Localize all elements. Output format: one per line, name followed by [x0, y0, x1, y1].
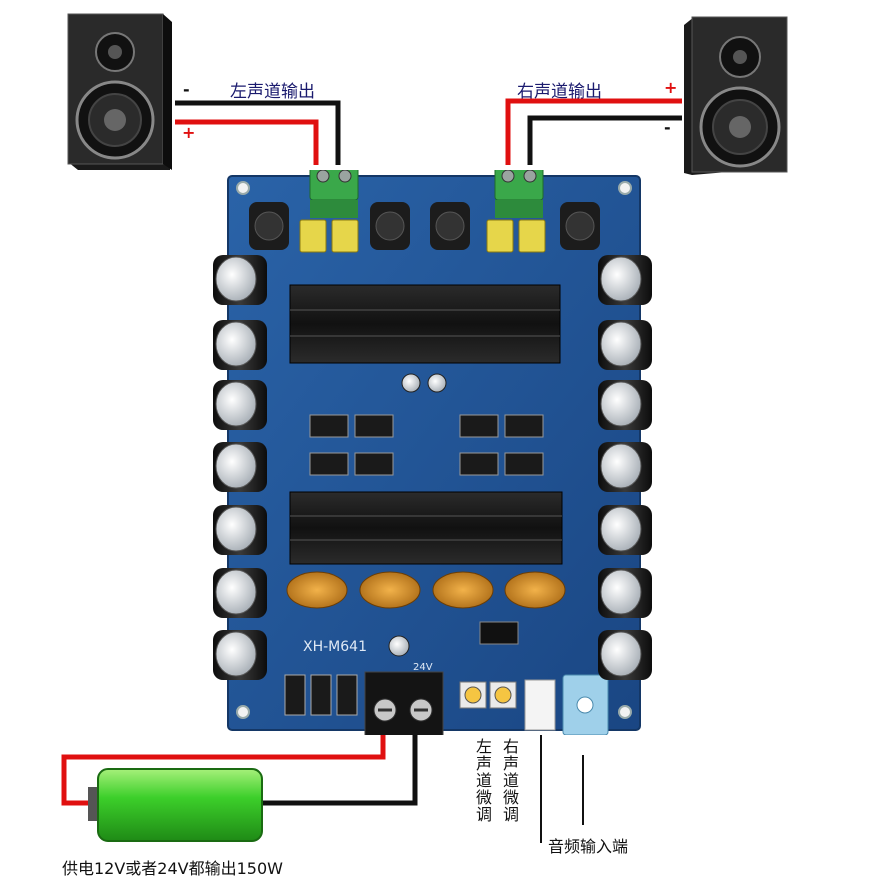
- right-channel-trim-label: 右声道微调: [500, 738, 519, 823]
- right-plus-sign: +: [664, 78, 678, 97]
- power-red-wire: [61, 735, 386, 806]
- left-channel-trim-label: 左声道微调: [473, 738, 492, 823]
- battery-icon: [88, 768, 263, 842]
- left-plus-sign: +: [182, 123, 196, 142]
- left-speaker-icon: [67, 13, 172, 170]
- right-minus-sign: -: [664, 118, 671, 137]
- left-minus-sign: -: [183, 80, 190, 99]
- left-red-wire: [175, 119, 319, 165]
- power-supply-note: 供电12V或者24V都输出150W: [62, 859, 283, 878]
- board-model-label: XH-M641: [303, 639, 367, 655]
- power-terminal: [364, 671, 444, 735]
- right-channel-output-label: 右声道输出: [517, 82, 602, 102]
- amplifier-board: XH-M641 24V: [227, 170, 641, 735]
- audio-input-label: 音频输入端: [548, 837, 629, 856]
- power-black-wire: [262, 735, 418, 806]
- right-black-wire: [527, 115, 682, 165]
- trim-potentiometers: [459, 681, 517, 709]
- right-speaker-icon: [684, 16, 788, 175]
- left-output-terminal: [309, 170, 359, 218]
- left-black-wire: [175, 100, 341, 165]
- right-red-wire: [505, 98, 682, 165]
- right-output-terminal: [494, 170, 544, 218]
- left-channel-output-label: 左声道输出: [230, 82, 315, 102]
- board-voltage-label: 24V: [413, 662, 433, 673]
